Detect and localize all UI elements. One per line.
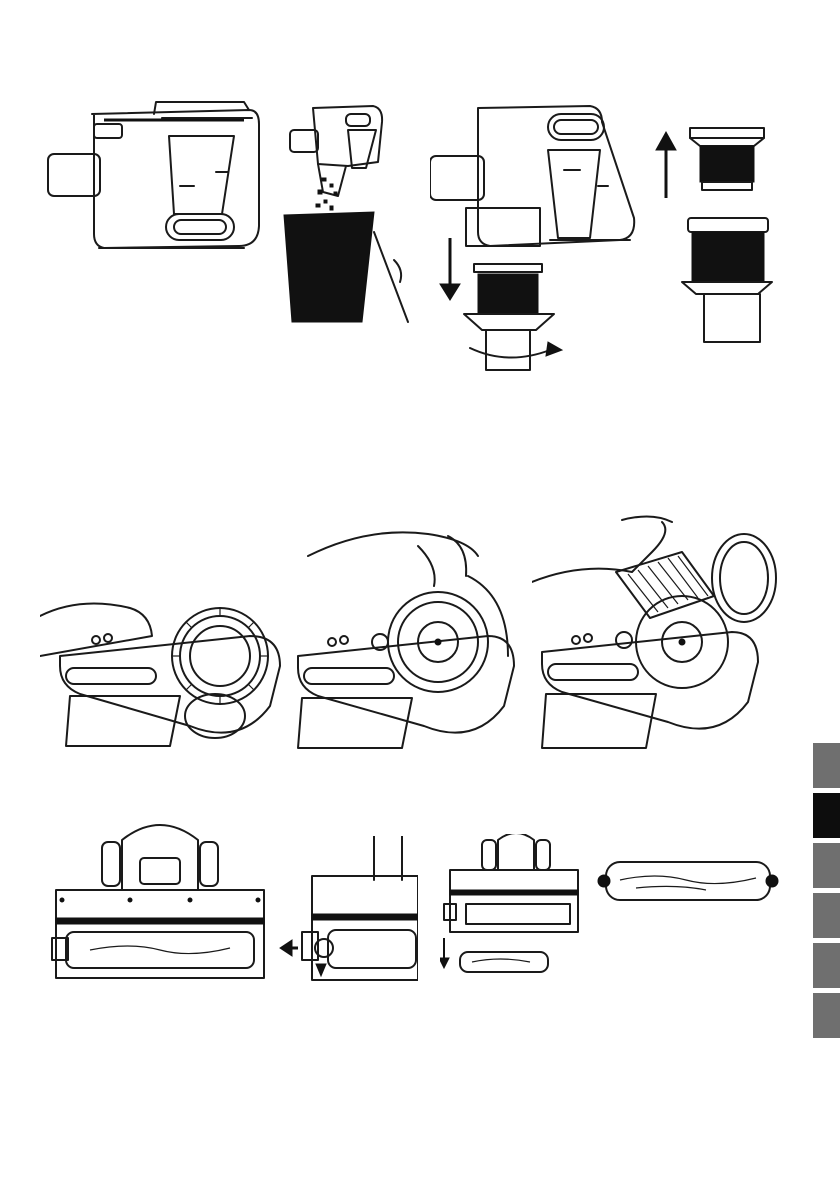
- step-remove-dust-cup: [430, 98, 640, 374]
- step-vacuum-handheld-unit: [44, 96, 264, 261]
- arrow-up-icon: [656, 132, 676, 150]
- step-separate-filter: [654, 118, 774, 346]
- language-tab[interactable]: [813, 893, 840, 938]
- language-tab[interactable]: [813, 943, 840, 988]
- step-floor-head: [50, 810, 270, 982]
- rotate-arrow-icon: [470, 348, 550, 358]
- step-empty-dust-bin: [278, 100, 413, 326]
- language-tabs: [813, 743, 840, 1043]
- step-release-brush-cap: [278, 836, 418, 982]
- step-remove-filter: [532, 512, 782, 752]
- step-press-release-button: [40, 596, 290, 752]
- language-tab[interactable]: [813, 993, 840, 1038]
- language-tab[interactable]: [813, 843, 840, 888]
- arrow-down-icon: [440, 284, 460, 300]
- arrow-down-icon: [440, 958, 449, 968]
- language-tab[interactable]: [813, 743, 840, 788]
- language-tab-active[interactable]: [813, 793, 840, 838]
- step-brush-roll-removed: [596, 854, 780, 908]
- step-open-filter-cover: [288, 516, 520, 752]
- step-lift-brush-roll: [440, 834, 580, 986]
